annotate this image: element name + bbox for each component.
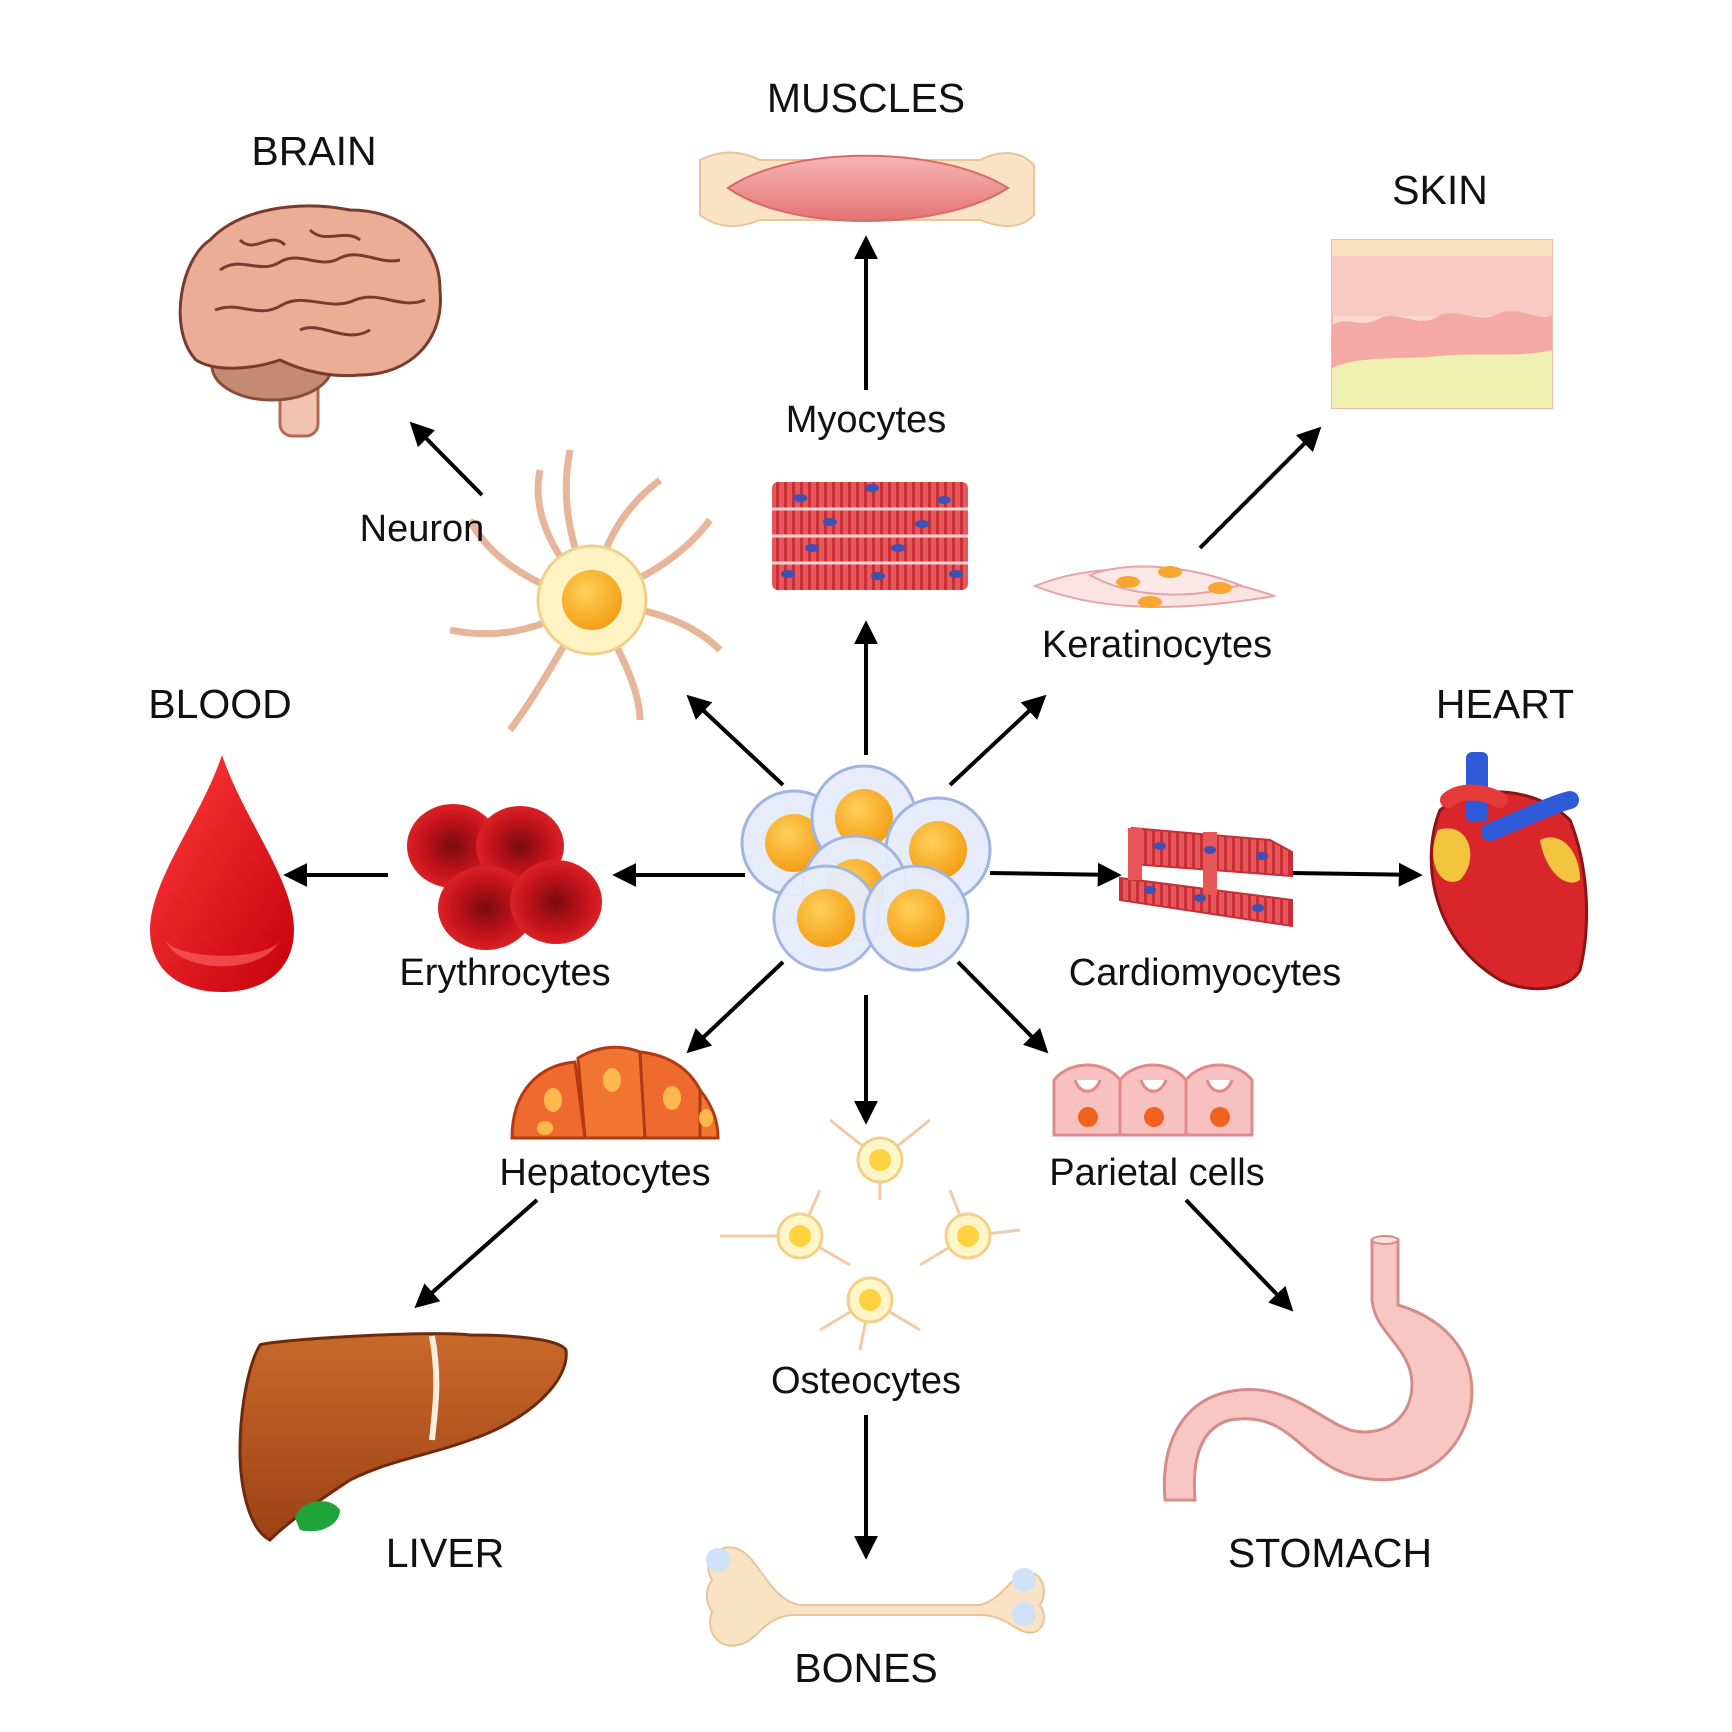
label-brain: BRAIN (251, 128, 376, 174)
neuron-icon (449, 449, 723, 733)
cell-labels: Myocytes Neuron Keratinocytes Erythrocyt… (360, 399, 1342, 1402)
parietal-cell-icon (1052, 1063, 1254, 1137)
stem-cell-cluster-icon (740, 764, 992, 972)
arrow-to-keratinocytes (948, 694, 1047, 787)
arrow-to-cardiomyocytes (989, 862, 1122, 887)
brain-icon (178, 204, 442, 438)
label-hepatocytes: Hepatocytes (499, 1152, 710, 1194)
label-erythrocytes: Erythrocytes (399, 952, 610, 994)
liver-icon (238, 1332, 568, 1542)
label-blood: BLOOD (148, 681, 292, 727)
label-keratinocytes: Keratinocytes (1042, 624, 1272, 666)
hepatocyte-icon (510, 1045, 720, 1140)
label-parietal-cells: Parietal cells (1049, 1152, 1264, 1194)
arrow-to-parietal (956, 960, 1049, 1054)
arrow-to-heart (1291, 862, 1423, 887)
osteocyte-icon (720, 1118, 1021, 1351)
arrow-to-stomach (1184, 1198, 1294, 1312)
arrow-to-skin (1198, 426, 1322, 550)
skin-layers-icon (1331, 239, 1553, 409)
arrow-to-liver (414, 1198, 539, 1309)
label-bones: BONES (794, 1645, 938, 1691)
label-osteocytes: Osteocytes (771, 1360, 961, 1402)
heart-icon (1429, 752, 1589, 991)
organ-labels: MUSCLES BRAIN SKIN BLOOD HEART LIVER BON… (148, 75, 1574, 1691)
label-heart: HEART (1436, 681, 1574, 727)
label-myocytes: Myocytes (786, 399, 946, 441)
stomach-icon (1162, 1235, 1474, 1502)
bone-icon (705, 1546, 1045, 1647)
arrow-to-neuron (686, 694, 785, 787)
muscle-icon (699, 151, 1035, 228)
label-neuron: Neuron (360, 508, 485, 550)
keratinocyte-icon (1032, 565, 1276, 608)
blood-drop-icon (150, 755, 294, 992)
label-cardiomyocytes: Cardiomyocytes (1069, 952, 1341, 994)
label-muscles: MUSCLES (767, 75, 965, 121)
label-skin: SKIN (1392, 167, 1488, 213)
myocyte-icon (772, 482, 968, 590)
differentiation-arrows (283, 235, 1423, 1560)
arrow-to-brain (409, 421, 484, 497)
label-stomach: STOMACH (1228, 1530, 1432, 1576)
erythrocyte-icon (407, 804, 602, 950)
arrow-to-hepatocytes (686, 960, 785, 1054)
cardiomyocyte-icon (1119, 826, 1293, 928)
label-liver: LIVER (386, 1530, 505, 1576)
